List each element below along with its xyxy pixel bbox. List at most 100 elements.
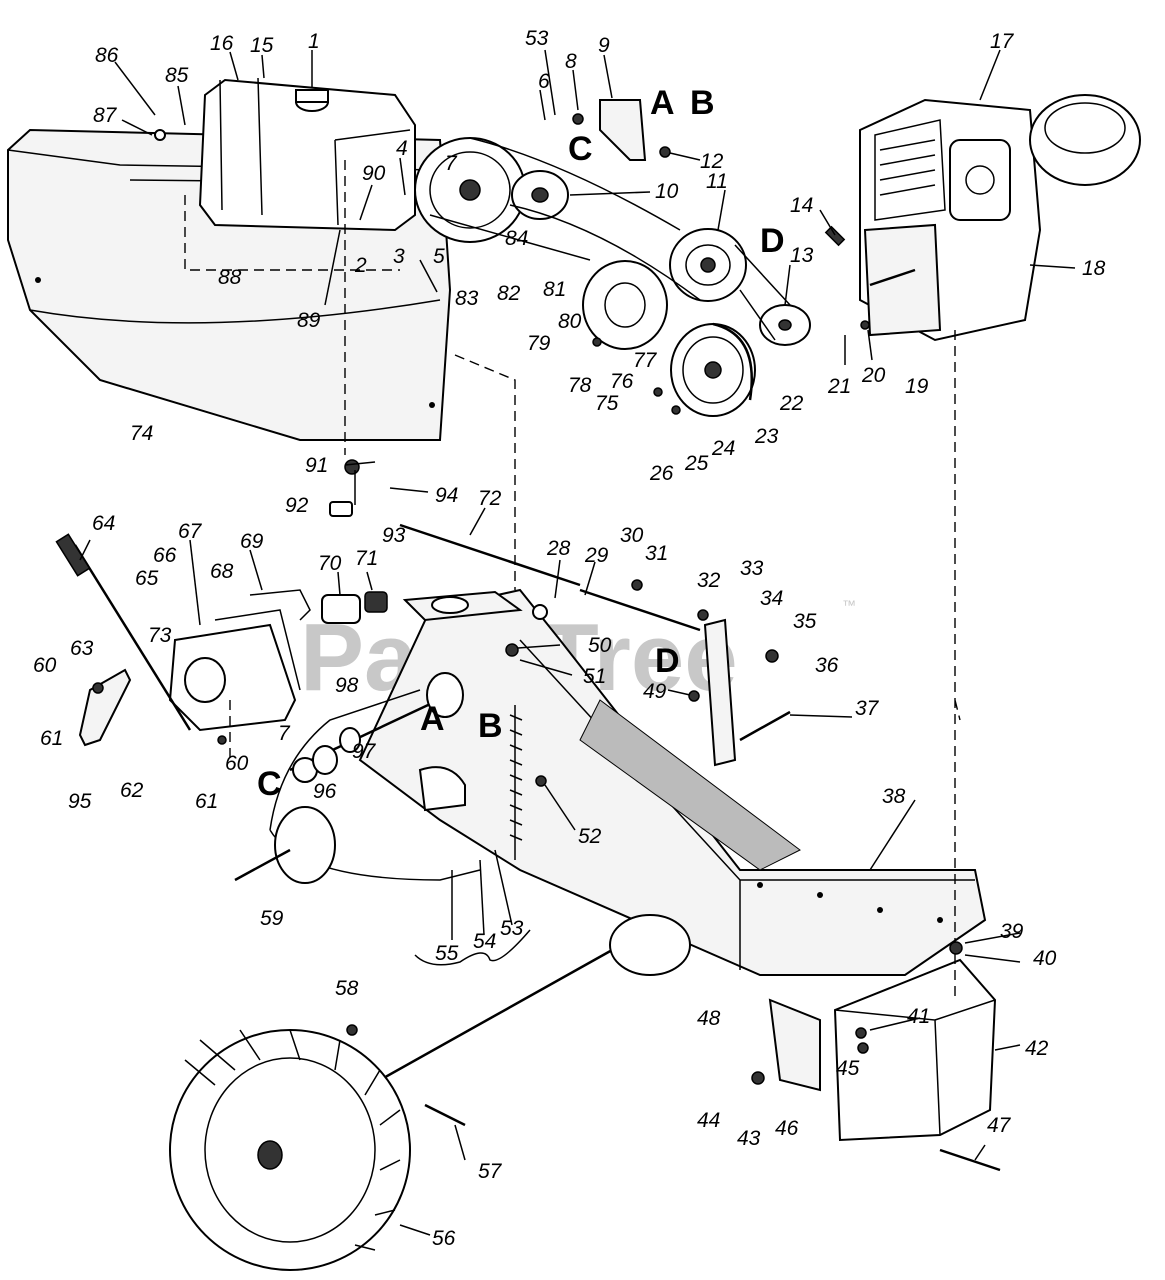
callout-52: 52 xyxy=(578,825,602,848)
callout-18: 18 xyxy=(1082,257,1106,280)
callout-43: 43 xyxy=(737,1127,761,1150)
callout-30: 30 xyxy=(620,524,644,547)
callout-87: 87 xyxy=(93,104,118,127)
callout-88: 88 xyxy=(218,266,242,289)
washer-97 xyxy=(339,727,361,753)
hub-59 xyxy=(234,806,336,884)
callout-85: 85 xyxy=(165,64,189,87)
pulley-13 xyxy=(759,304,811,346)
letter-A-top: A xyxy=(650,84,675,122)
callout-55: 55 xyxy=(435,942,459,965)
callout-98: 98 xyxy=(335,674,359,697)
letter-B-top: B xyxy=(690,84,715,122)
pulley-23 xyxy=(670,322,756,417)
callout-78: 78 xyxy=(568,374,592,397)
callout-65: 65 xyxy=(135,567,159,590)
engine-17 xyxy=(859,94,1141,342)
pulley-78 xyxy=(582,260,668,350)
letter-C-top: C xyxy=(568,130,593,168)
callout-84: 84 xyxy=(505,227,528,250)
callout-69: 69 xyxy=(240,530,264,553)
callout-79: 79 xyxy=(527,332,551,355)
key-14 xyxy=(824,225,846,247)
callout-59: 59 xyxy=(260,907,284,930)
callout-39: 39 xyxy=(1000,920,1024,943)
callout-92: 92 xyxy=(285,494,309,517)
reference-letters: A B C D A B C D xyxy=(257,84,785,803)
bolt-37 xyxy=(739,710,791,742)
callout-93: 93 xyxy=(382,524,406,547)
callout-54: 54 xyxy=(473,930,496,953)
brace-55-53 xyxy=(414,929,531,966)
callout-77: 77 xyxy=(633,349,658,372)
letter-D-bottom: D xyxy=(655,642,680,680)
callout-90: 90 xyxy=(362,162,386,185)
callout-35: 35 xyxy=(793,610,817,633)
shift-lever-63 xyxy=(73,544,192,731)
letter-D-top: D xyxy=(760,222,785,260)
callout-20: 20 xyxy=(861,364,886,387)
link-arm xyxy=(579,588,701,632)
callout-12: 12 xyxy=(700,150,724,173)
callout-29: 29 xyxy=(584,544,609,567)
wheel-56 xyxy=(169,1029,411,1271)
drive-belts xyxy=(429,137,791,341)
callout-17: 17 xyxy=(990,30,1015,53)
callout-40: 40 xyxy=(1033,947,1057,970)
callout-66: 66 xyxy=(153,544,177,567)
coupler-70 xyxy=(321,594,361,624)
callout-38: 38 xyxy=(882,785,906,808)
bracket-95 xyxy=(78,668,132,747)
bracket-46 xyxy=(768,998,821,1092)
callout-58: 58 xyxy=(335,977,359,1000)
hardware xyxy=(92,113,963,1085)
callout-49: 49 xyxy=(643,680,667,703)
callout-28: 28 xyxy=(546,537,571,560)
callout-36: 36 xyxy=(815,654,839,677)
callout-61: 61 xyxy=(40,727,63,750)
callout-62: 62 xyxy=(120,779,144,802)
bolt-57 xyxy=(424,1103,466,1127)
callout-9: 9 xyxy=(598,34,610,57)
callout-15: 15 xyxy=(250,34,274,57)
callout-13: 13 xyxy=(790,244,814,267)
arm-33 xyxy=(703,618,737,767)
callout-91: 91 xyxy=(305,454,328,477)
callout-22: 22 xyxy=(779,392,804,415)
callout-67: 67 xyxy=(178,520,203,543)
callout-60b: 60 xyxy=(225,752,249,775)
callout-16: 16 xyxy=(210,32,234,55)
callout-1: 1 xyxy=(308,30,320,53)
callout-73: 73 xyxy=(148,624,172,647)
callout-57: 57 xyxy=(478,1160,503,1183)
callout-82: 82 xyxy=(497,282,521,305)
bracket-9 xyxy=(599,99,647,161)
callout-19: 19 xyxy=(905,375,929,398)
callout-60: 60 xyxy=(33,654,57,677)
callout-53b: 53 xyxy=(500,917,524,940)
callout-47: 47 xyxy=(987,1114,1012,1137)
callout-31: 31 xyxy=(645,542,668,565)
hub-right xyxy=(609,914,691,976)
callout-24: 24 xyxy=(711,437,735,460)
callout-86: 86 xyxy=(95,44,119,67)
callout-41: 41 xyxy=(907,1005,930,1028)
callout-75: 75 xyxy=(595,392,619,415)
pulley-a xyxy=(426,672,464,718)
callout-6: 6 xyxy=(538,70,550,93)
callout-5: 5 xyxy=(433,245,445,268)
callout-70: 70 xyxy=(318,552,342,575)
callout-61b: 61 xyxy=(195,790,218,813)
callout-25: 25 xyxy=(684,452,709,475)
callout-32: 32 xyxy=(697,569,721,592)
callout-89: 89 xyxy=(297,309,321,332)
callouts: 86 85 16 15 1 87 90 4 7 88 2 3 5 89 83 7… xyxy=(33,27,1106,1250)
callout-7: 7 xyxy=(445,152,458,175)
callout-48: 48 xyxy=(697,1007,721,1030)
callout-94: 94 xyxy=(435,484,458,507)
callout-4: 4 xyxy=(396,137,408,160)
letter-B-bottom: B xyxy=(478,707,503,745)
callout-7b: 7 xyxy=(278,722,291,745)
watermark-trademark: ™ xyxy=(842,597,856,613)
callout-72: 72 xyxy=(478,487,502,510)
